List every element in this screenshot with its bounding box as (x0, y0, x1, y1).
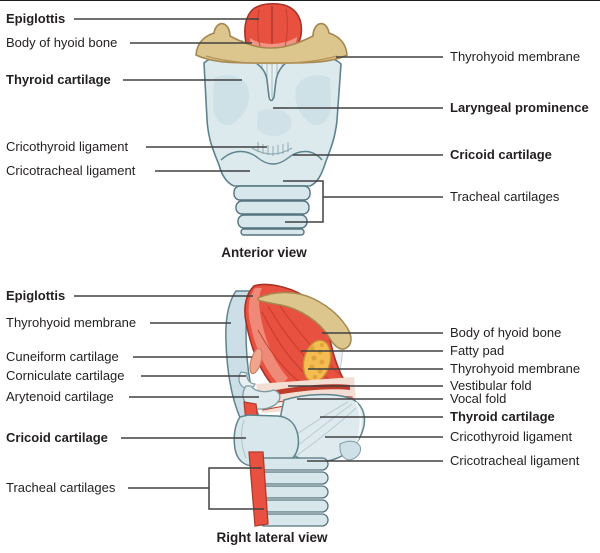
label-lateral-body-of-hyoid-bone: Body of hyoid bone (450, 325, 562, 340)
label-anterior-cricotracheal-ligament: Cricotracheal ligament (6, 163, 136, 178)
label-anterior-body-of-hyoid-bone: Body of hyoid bone (6, 35, 118, 50)
vestibular-fold-shape (260, 384, 350, 398)
label-anterior-tracheal-cartilages: Tracheal cartilages (450, 189, 560, 204)
epiglottis-anterior (244, 2, 303, 50)
label-lateral-corniculate-cartilage: Corniculate cartilage (6, 368, 125, 383)
label-lateral-cricotracheal-ligament: Cricotracheal ligament (450, 453, 580, 468)
label-lateral-cuneiform-cartilage: Cuneiform cartilage (6, 349, 119, 364)
leader-lines-lateral (74, 295, 443, 510)
label-lateral-vestibular-fold: Vestibular fold (450, 378, 532, 393)
label-anterior-epiglottis: Epiglottis (6, 11, 66, 26)
posterior-muscle-strip (248, 451, 269, 527)
label-lateral-thyrohyoid-membrane-right: Thyrohyoid membrane (450, 361, 581, 376)
label-lateral-tracheal-cartilages: Tracheal cartilages (6, 480, 116, 495)
label-anterior-laryngeal-prominence: Laryngeal prominence (450, 100, 589, 115)
lateral-view-illustration (225, 283, 366, 527)
label-lateral-thyrohyoid-membrane-left: Thyrohyoid membrane (6, 315, 137, 330)
label-anterior-cricothyroid-ligament: Cricothyroid ligament (6, 139, 129, 154)
label-lateral-vocal-fold: Vocal fold (450, 391, 507, 406)
hyoid-bone-lateral (257, 291, 352, 350)
label-lateral-fatty-pad: Fatty pad (450, 343, 505, 358)
label-lateral-cricothyroid-ligament: Cricothyroid ligament (450, 429, 573, 444)
leader-lines-anterior (74, 18, 443, 223)
label-lateral-cricoid-cartilage: Cricoid cartilage (6, 430, 108, 445)
label-lateral-thyroid-cartilage: Thyroid cartilage (450, 409, 555, 424)
cuneiform-cartilage-shape (249, 347, 263, 375)
top-border (0, 0, 600, 1)
anterior-view-illustration (195, 2, 348, 236)
tracheal-bracket-anterior (283, 180, 324, 223)
label-anterior-thyroid-cartilage: Thyroid cartilage (6, 72, 111, 87)
label-anterior-cricoid-cartilage: Cricoid cartilage (450, 147, 552, 162)
tracheal-cartilages-anterior (233, 185, 311, 236)
caption-right-lateral-view: Right lateral view (216, 530, 328, 545)
label-lateral-epiglottis: Epiglottis (6, 288, 66, 303)
cricothyroid-ligament-lateral (339, 440, 361, 461)
caption-anterior-view: Anterior view (221, 245, 307, 260)
hyoid-bone-anterior (195, 22, 348, 65)
thyroid-cricoid-cartilage-anterior (203, 54, 342, 187)
label-lateral-arytenoid-cartilage: Arytenoid cartilage (6, 389, 114, 404)
label-anterior-thyrohyoid-membrane: Thyrohyoid membrane (450, 49, 581, 64)
